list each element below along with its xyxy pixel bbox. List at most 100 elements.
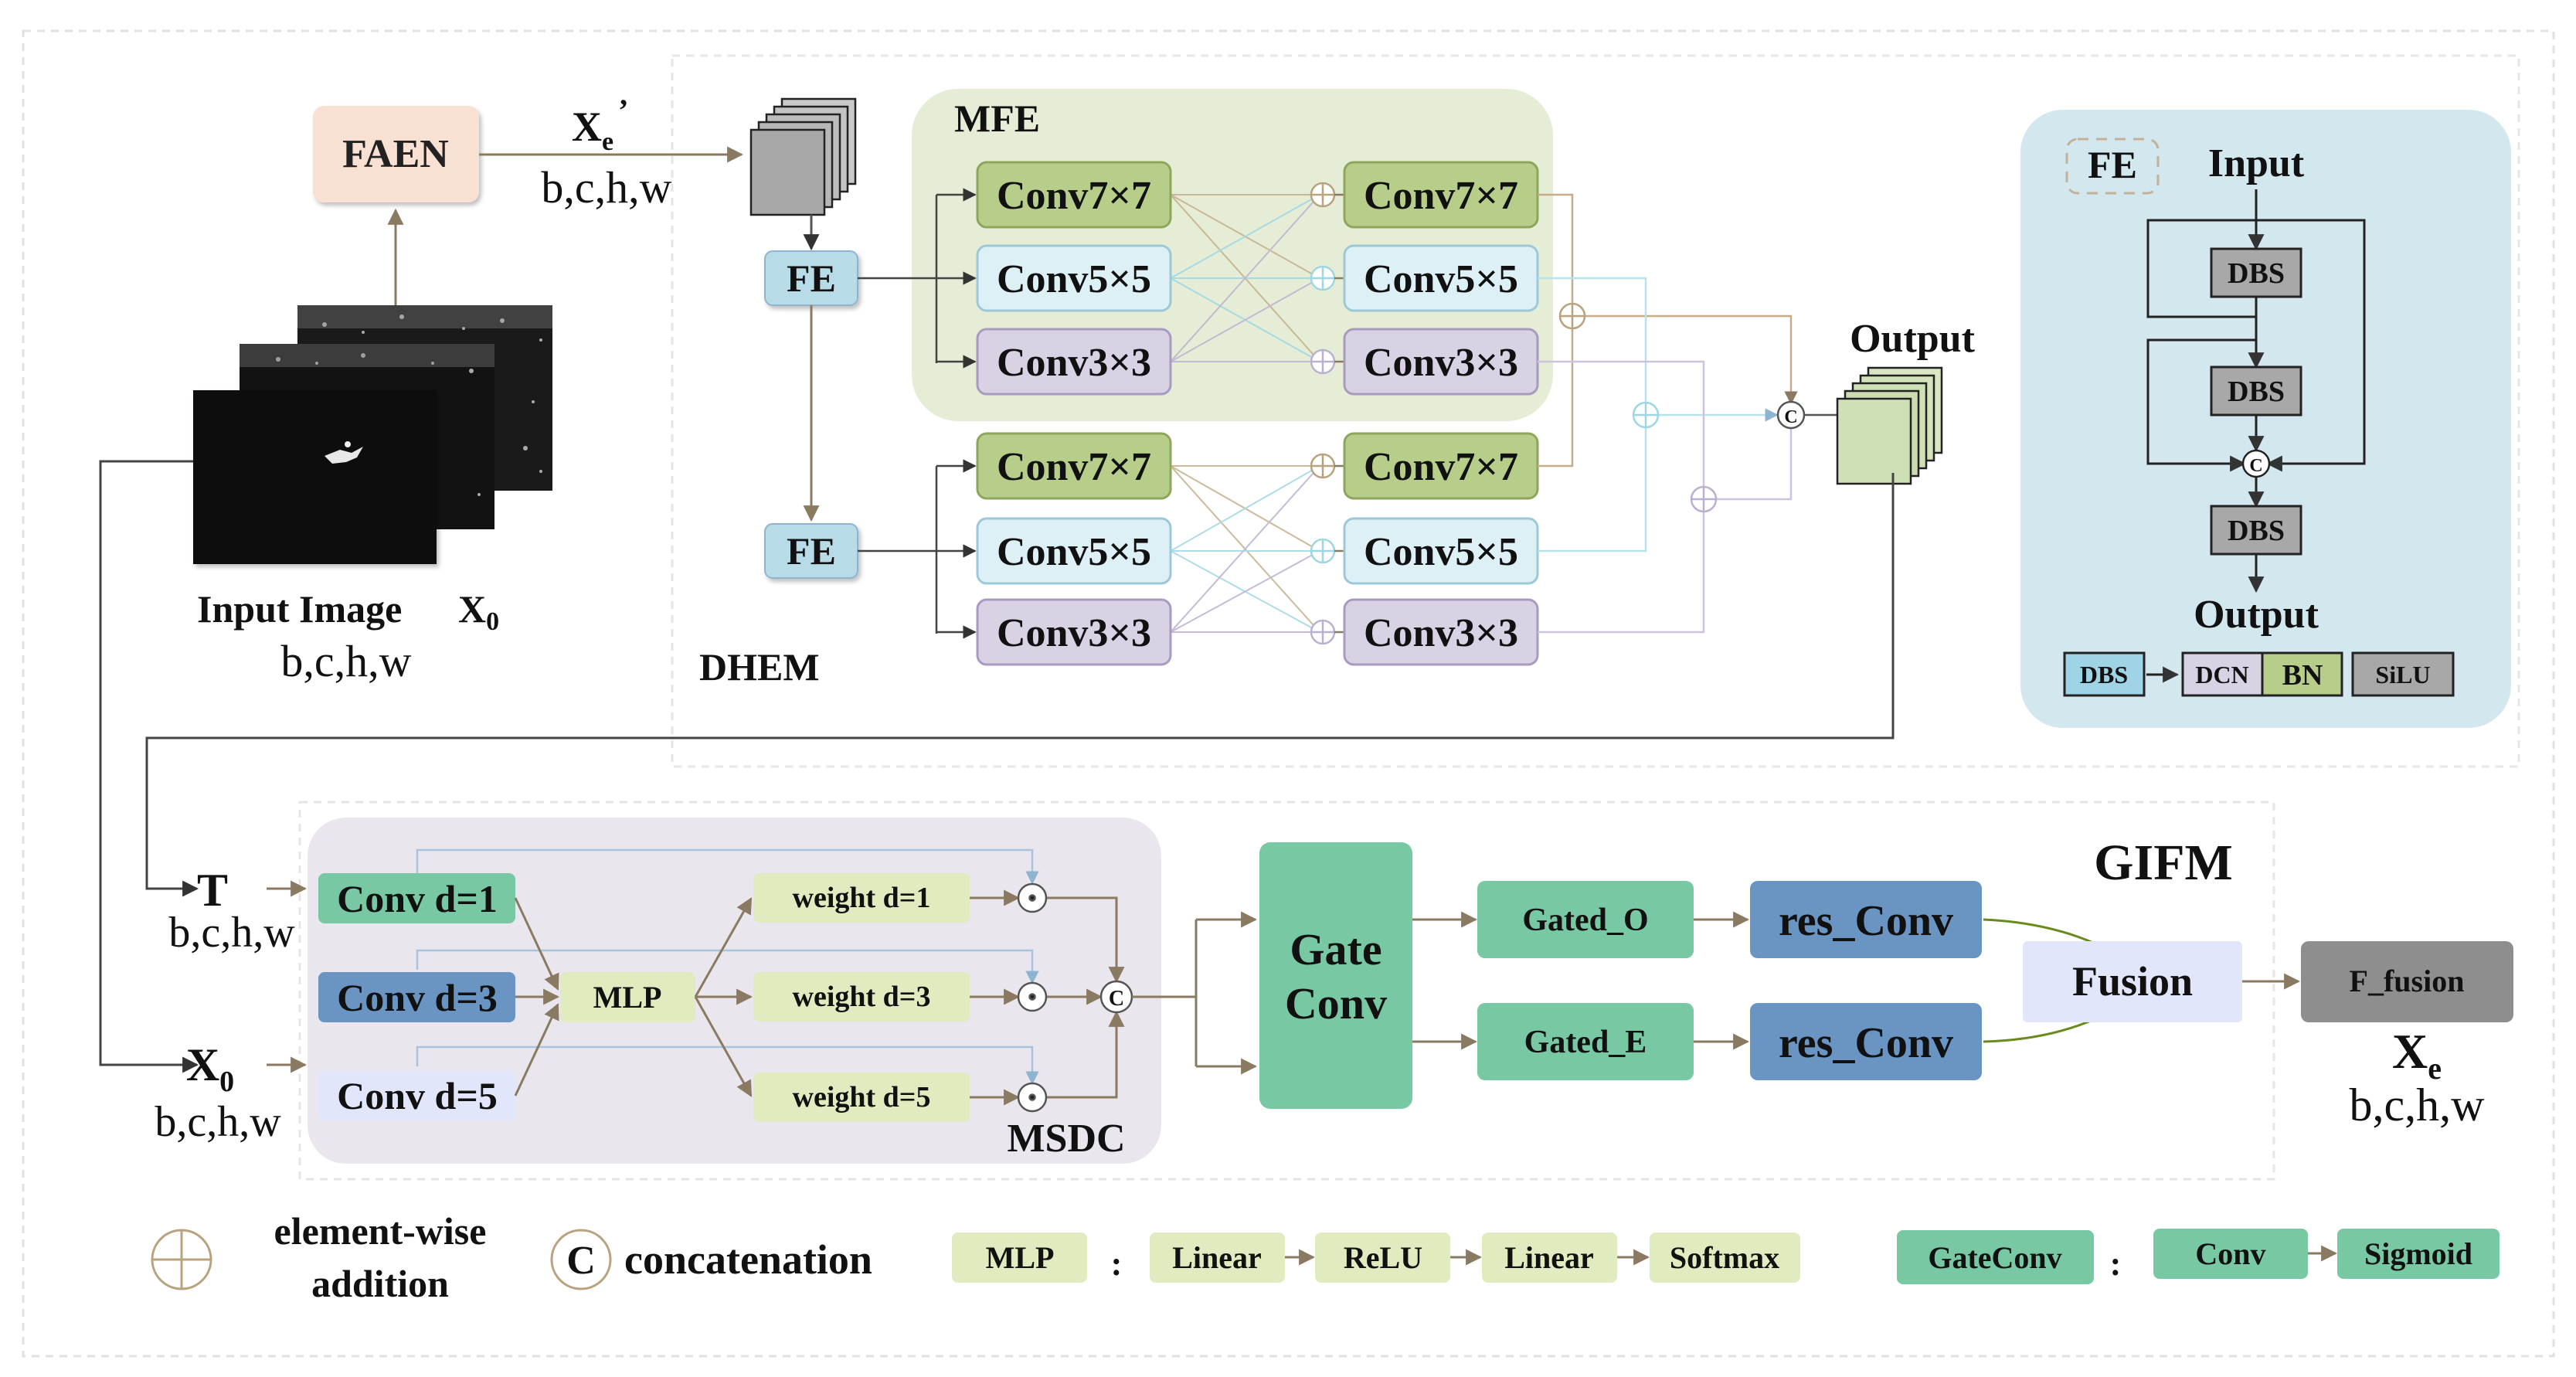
- gifm-label: GIFM: [2094, 835, 2233, 891]
- conv5-label-d: Conv5×5: [1364, 530, 1518, 574]
- fe-panel-output: Output: [2194, 593, 2319, 637]
- mfe-cross-connections-top: [1170, 194, 1320, 362]
- faen-box: [313, 106, 479, 202]
- weight-d5-label: weight d=5: [793, 1081, 931, 1114]
- t-label: T: [197, 865, 228, 916]
- res-conv-box-2: [1750, 1003, 1982, 1080]
- fe-panel: [2020, 110, 2511, 728]
- input-caption: Input Image: [197, 587, 402, 631]
- fe-bottom-branch-lines: [858, 459, 977, 639]
- xe-shape: b,c,h,w: [2350, 1080, 2486, 1130]
- legend-addition-icon: [151, 1229, 212, 1290]
- fe-panel-dbs-1: DBS: [2228, 257, 2285, 290]
- legend-mlp-chain: [1150, 1232, 1800, 1283]
- legend-silu: SiLU: [2375, 661, 2430, 688]
- input-shape: b,c,h,w: [280, 636, 411, 686]
- conv7-label-a: Conv7×7: [997, 174, 1151, 218]
- mlp-box: [560, 972, 695, 1022]
- legend-dcn: DCN: [2195, 661, 2248, 688]
- svg-text:C: C: [1784, 407, 1797, 427]
- legend-colon-2: :: [2110, 1245, 2122, 1283]
- gated-e-box: [1477, 1003, 1694, 1080]
- fe-label-top: FE: [787, 257, 836, 300]
- gated-o-label: Gated_O: [1522, 903, 1648, 938]
- msdc-label: MSDC: [1007, 1117, 1125, 1161]
- legend-relu: ReLU: [1344, 1240, 1422, 1275]
- fusion-box: [2023, 941, 2242, 1022]
- conv-d3-label: Conv d=3: [337, 976, 498, 1019]
- legend-bn: BN: [2282, 659, 2323, 692]
- multiply-nodes: [1017, 882, 1048, 1113]
- x0-label: X0: [186, 1039, 234, 1098]
- svg-text:C: C: [1109, 987, 1124, 1011]
- legend-gateconv-chain: [2153, 1229, 2500, 1279]
- fe-panel-input: Input: [2208, 141, 2305, 185]
- fe-panel-connections: [2146, 189, 2366, 593]
- gate-conv-line2: Conv: [1285, 978, 1387, 1028]
- fe-label-bottom: FE: [787, 529, 836, 573]
- conv5-label-b: Conv5×5: [997, 530, 1151, 574]
- res-conv-label-2: res_Conv: [1779, 1019, 1953, 1067]
- f-fusion-box: [2301, 941, 2513, 1022]
- plus-to-conv-arrows: [1334, 193, 1344, 634]
- outer-border: [22, 29, 2555, 1358]
- input-image-stack: [193, 305, 552, 564]
- x0-shape: b,c,h,w: [155, 1098, 281, 1146]
- faen-label: FAEN: [342, 132, 449, 176]
- line-input-to-x0: [99, 460, 199, 1073]
- fe-panel-dbs-3: DBS: [2228, 515, 2285, 547]
- weight-d3-label: weight d=3: [793, 981, 931, 1013]
- gifm-arrows: [1412, 911, 2301, 1050]
- legend-concat-symbol: C: [566, 1239, 596, 1283]
- legend-colon-1: :: [1111, 1245, 1123, 1283]
- gate-conv-box: [1259, 842, 1412, 1109]
- legend-addition-line1: element-wise: [274, 1209, 487, 1253]
- mlp-to-weight-arrows: [694, 897, 753, 1097]
- fe-panel-dbs-boxes: [2210, 247, 2302, 556]
- fe-panel-tag-box: [2065, 138, 2160, 195]
- weight-to-multiply-arrows: [970, 889, 1125, 1106]
- addition-nodes-mfe: [1310, 182, 1336, 645]
- res-conv-box-1: [1750, 881, 1982, 958]
- gated-e-label: Gated_E: [1524, 1025, 1647, 1060]
- conv7-label-d: Conv7×7: [1364, 445, 1518, 489]
- mfe-label: MFE: [954, 97, 1040, 140]
- output-feature-stack: [1836, 366, 1943, 485]
- conv5-label-c: Conv5×5: [1364, 257, 1518, 301]
- xe-prime-symbol: Xe’: [572, 93, 628, 156]
- feature-map-stack-input: [749, 97, 857, 216]
- conv-d5-label: Conv d=5: [337, 1074, 498, 1117]
- legend-concat-icon: [550, 1229, 612, 1290]
- gated-o-box: [1477, 881, 1694, 958]
- msdc-to-gateconv-arrows: [1132, 911, 1258, 1075]
- conv-to-mlp-arrows: [514, 897, 560, 1096]
- input-symbol: X0: [458, 587, 499, 636]
- f-fusion-label: F_fusion: [2350, 964, 2465, 998]
- msdc-conv-boxes: [318, 873, 515, 1120]
- conv-column-left: [976, 161, 1172, 666]
- conv3-label-d: Conv3×3: [1364, 611, 1518, 655]
- fe-top-branch-lines: [858, 188, 977, 369]
- dhem-border: [671, 54, 2520, 768]
- concat-node-dhem: C: [1776, 400, 1806, 430]
- res-conv-label-1: res_Conv: [1779, 897, 1953, 945]
- legend-addition-line2: addition: [311, 1262, 449, 1305]
- conv3-label-b: Conv3×3: [997, 611, 1151, 655]
- fe-panel-legend: [2063, 651, 2455, 697]
- conv3-label-a: Conv3×3: [997, 341, 1151, 385]
- conv7-label-b: Conv7×7: [997, 445, 1151, 489]
- legend-dbs: DBS: [2080, 661, 2128, 688]
- legend-mlp-label: MLP: [986, 1240, 1055, 1275]
- gifm-border: [298, 801, 2275, 1181]
- msdc-concat-node: C: [1099, 980, 1133, 1014]
- xe-label: Xe: [2392, 1024, 2442, 1086]
- output-label: Output: [1850, 317, 1976, 361]
- gate-conv-line1: Gate: [1290, 924, 1381, 974]
- legend-linear-2: Linear: [1504, 1240, 1594, 1275]
- fusion-label: Fusion: [2072, 958, 2193, 1005]
- conv-column-right: [1343, 161, 1539, 666]
- fe-panel-dbs-2: DBS: [2228, 376, 2285, 408]
- conv-d1-label: Conv d=1: [337, 877, 498, 920]
- weight-d1-label: weight d=1: [793, 882, 931, 914]
